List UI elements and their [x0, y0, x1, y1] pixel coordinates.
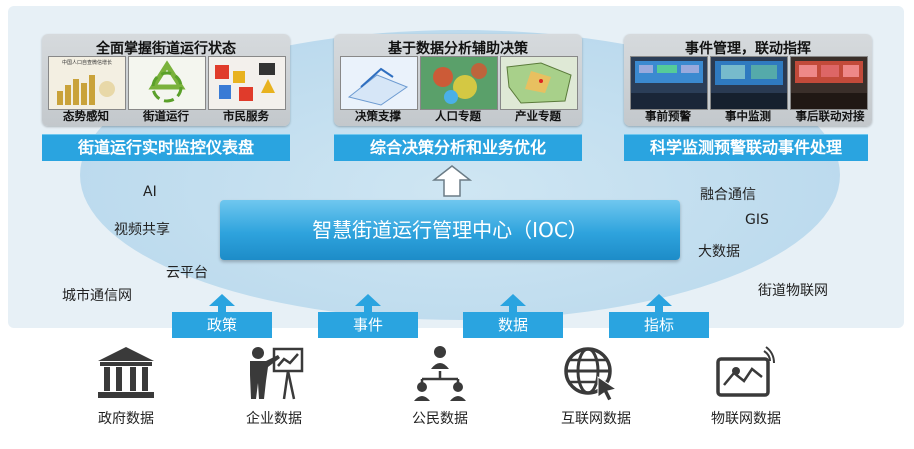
map-device-icon	[716, 346, 775, 397]
card-item-label: 事中监测	[725, 109, 771, 123]
card-title: 事件管理，联动指挥	[685, 41, 811, 57]
label-city-network: 城市通信网	[62, 288, 132, 304]
card-item-label: 人口专题	[435, 109, 481, 123]
arrow-up-icon	[646, 294, 672, 314]
decision-support-thumb	[340, 56, 418, 110]
card-item-label: 态势感知	[63, 109, 109, 123]
situation-awareness-thumb: 中国人口自查微信增长	[48, 56, 126, 110]
card-title: 全面掌握街道运行状态	[96, 41, 236, 57]
source-label-government: 政府数据	[98, 411, 154, 427]
label-cloud-platform: 云平台	[166, 265, 208, 281]
card-item-label: 事后联动对接	[795, 109, 865, 123]
population-map-thumb	[420, 56, 498, 110]
card-title: 基于数据分析辅助决策	[388, 41, 528, 57]
source-label-enterprise: 企业数据	[246, 411, 302, 427]
label-street-iot: 街道物联网	[758, 283, 828, 299]
label-video-sharing: 视频共享	[114, 222, 170, 238]
citizen-service-thumb	[208, 56, 286, 110]
presenter-chart-icon	[250, 347, 304, 400]
government-building-icon	[98, 347, 154, 398]
label-converged-comm: 融合通信	[700, 187, 756, 203]
globe-cursor-icon	[564, 347, 618, 401]
monitoring-thumb	[710, 56, 788, 110]
card-item-label: 街道运行	[143, 109, 189, 123]
input-event: 事件	[318, 312, 418, 338]
card-item-label: 事前预警	[645, 109, 691, 123]
arrow-up-icon	[355, 294, 381, 314]
band-event-handling: 科学监测预警联动事件处理	[624, 134, 868, 161]
input-policy: 政策	[172, 312, 272, 338]
ioc-center-title: 智慧街道运行管理中心（IOC）	[220, 200, 680, 260]
card-decision-support: 基于数据分析辅助决策 决策支撑 人口专题 产业专题	[334, 34, 582, 126]
input-indicator: 指标	[609, 312, 709, 338]
arrow-up-icon	[209, 294, 235, 314]
input-data: 数据	[463, 312, 563, 338]
label-big-data: 大数据	[698, 244, 740, 260]
arrow-up-icon	[500, 294, 526, 314]
people-network-icon	[414, 346, 466, 401]
linkage-thumb	[790, 56, 868, 110]
pre-warning-thumb	[630, 56, 708, 110]
industry-map-thumb	[500, 56, 578, 110]
source-label-internet: 互联网数据	[561, 411, 631, 427]
card-event-command: 事件管理，联动指挥 事前预警 事中监测 事后联动对接	[624, 34, 872, 126]
label-gis: GIS	[745, 212, 769, 228]
card-item-label: 决策支撑	[355, 109, 401, 123]
card-item-label: 市民服务	[223, 109, 269, 123]
band-decision-analysis: 综合决策分析和业务优化	[334, 134, 582, 161]
card-street-status: 全面掌握街道运行状态 中国人口自查微信增长 态势感知 街道运行 市民服务	[42, 34, 290, 126]
thumb-caption-text: 中国人口自查微信增长	[61, 60, 112, 66]
source-label-iot: 物联网数据	[711, 411, 781, 427]
card-item-label: 产业专题	[515, 109, 561, 123]
source-label-citizen: 公民数据	[412, 411, 468, 427]
up-hollow-arrow-icon	[432, 165, 472, 197]
label-ai: AI	[143, 184, 157, 200]
street-operation-thumb	[128, 56, 206, 110]
band-monitor-dashboard: 街道运行实时监控仪表盘	[42, 134, 290, 161]
